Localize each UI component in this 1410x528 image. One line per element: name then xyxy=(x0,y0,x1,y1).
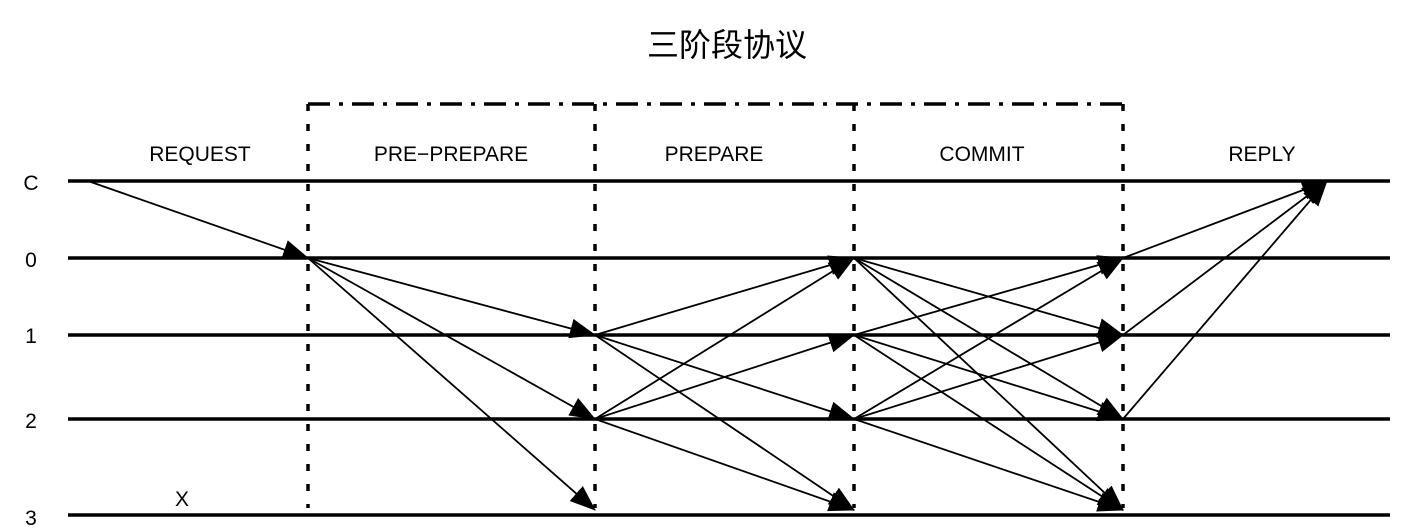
phase-label-prepare: PREPARE xyxy=(665,143,764,166)
phase-label-reply: REPLY xyxy=(1228,143,1295,166)
message-arrow-prepare-2-to-0 xyxy=(594,257,855,420)
phase-label-request: REQUEST xyxy=(149,143,251,166)
node-label-3: 3 xyxy=(25,507,37,528)
node-label-0: 0 xyxy=(25,249,37,272)
faulty-node-mark: X xyxy=(175,488,189,511)
message-arrow-prepare-1-to-0 xyxy=(594,255,855,336)
message-arrow-commit-2-to-1 xyxy=(853,332,1124,420)
message-arrow-reply-2-to-c xyxy=(1122,180,1328,420)
message-arrow-commit-1-to-0 xyxy=(853,255,1124,336)
node-label-2: 2 xyxy=(25,410,37,433)
message-arrow-commit-0-to-3 xyxy=(853,257,1124,511)
diagram-title: 三阶段协议 xyxy=(647,26,807,64)
message-arrow-pre-prepare-0-to-1 xyxy=(307,257,596,339)
phase-label-pre-prepare: PRE−PREPARE xyxy=(374,143,528,166)
message-arrow-prepare-2-to-3 xyxy=(594,418,855,512)
message-arrow-reply-0-to-c xyxy=(1122,180,1328,259)
phase-label-commit: COMMIT xyxy=(939,143,1024,166)
message-arrow-prepare-1-to-3 xyxy=(594,334,855,511)
message-arrow-commit-1-to-3 xyxy=(853,334,1124,511)
node-label-c: C xyxy=(23,172,38,195)
node-label-1: 1 xyxy=(25,325,37,348)
message-arrow-commit-2-to-3 xyxy=(853,418,1124,512)
message-arrow-pre-prepare-0-to-3 xyxy=(307,257,596,511)
message-arrow-pre-prepare-0-to-2 xyxy=(307,257,596,420)
message-arrow-commit-2-to-0 xyxy=(853,257,1124,420)
message-arrow-request-c-to-0 xyxy=(87,180,309,260)
message-arrow-prepare-2-to-1 xyxy=(594,333,855,420)
message-arrow-reply-1-to-c xyxy=(1122,180,1328,336)
